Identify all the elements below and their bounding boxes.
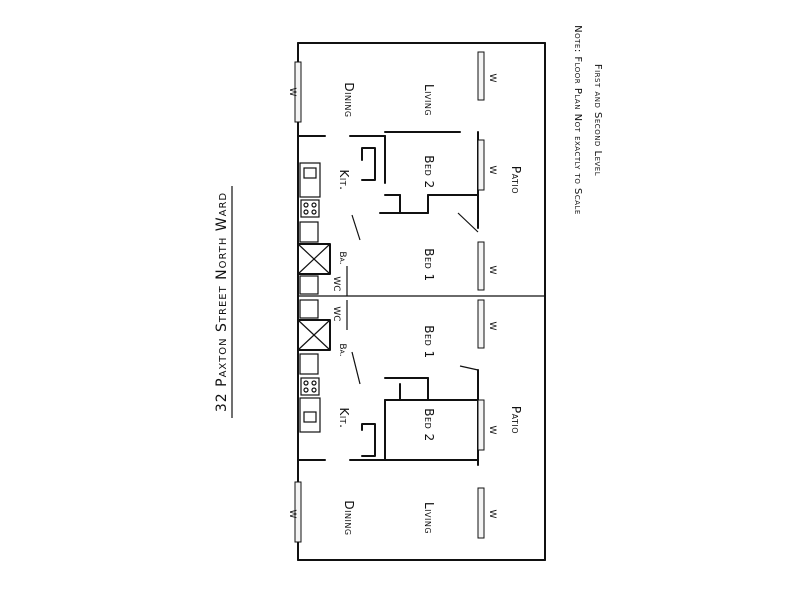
- room-label-bath: Ba.: [337, 251, 347, 264]
- window-mark: W: [287, 510, 297, 519]
- window-mark: W: [487, 266, 497, 275]
- room-label-bed2: Bed 2: [422, 155, 436, 188]
- room-label-patio: Patio: [509, 166, 523, 194]
- window: [477, 51, 485, 101]
- room-label-bed2: Bed 2: [422, 408, 436, 441]
- window: [477, 399, 485, 451]
- room-label-wc: WC: [331, 306, 341, 321]
- room-label-kitchen: Kit.: [337, 170, 351, 191]
- lower-kitchen-fixtures: [299, 353, 321, 433]
- upper-unit-labels: Dining Living Kit. Bed 2 Patio Ba. Bed 1…: [331, 82, 523, 291]
- window-mark: W: [487, 74, 497, 83]
- window: [477, 241, 485, 291]
- room-label-living: Living: [422, 84, 436, 116]
- window: [294, 481, 302, 543]
- room-label-dining: Dining: [342, 82, 356, 117]
- window-mark: W: [487, 166, 497, 175]
- window-mark: W: [287, 88, 297, 97]
- note-text: Note: Floor Plan Not exactly to Scale: [572, 25, 583, 215]
- room-label-kitchen: Kit.: [337, 408, 351, 429]
- window-markers: W W W W W W W W: [287, 74, 497, 519]
- center-bath-wc-fixtures: [297, 243, 331, 351]
- window-mark: W: [487, 510, 497, 519]
- window: [477, 299, 485, 349]
- plan-title: 32 Paxton Street North Ward: [214, 186, 233, 418]
- plan-note: Note: Floor Plan Not exactly to Scale Fi…: [572, 25, 603, 215]
- room-label-bed1: Bed 1: [422, 325, 436, 358]
- window: [477, 139, 485, 191]
- upper-unit-walls: [297, 131, 479, 296]
- window: [477, 487, 485, 539]
- room-label-patio: Patio: [509, 406, 523, 434]
- lower-unit-labels: WC Ba. Bed 1 Kit. Bed 2 Patio Dining Liv…: [331, 306, 523, 535]
- room-label-dining: Dining: [342, 500, 356, 535]
- title-text: 32 Paxton Street North Ward: [214, 192, 230, 412]
- outer-walls: [297, 42, 546, 561]
- room-label-bed1: Bed 1: [422, 248, 436, 281]
- window-mark: W: [487, 322, 497, 331]
- window-mark: W: [487, 426, 497, 435]
- room-label-bath: Ba.: [337, 343, 347, 356]
- room-label-wc: WC: [331, 276, 341, 291]
- window: [294, 61, 302, 123]
- room-label-living: Living: [422, 502, 436, 534]
- windows: [294, 51, 485, 543]
- note-subtext: First and Second Level: [592, 64, 603, 176]
- upper-kitchen-fixtures: [299, 162, 321, 243]
